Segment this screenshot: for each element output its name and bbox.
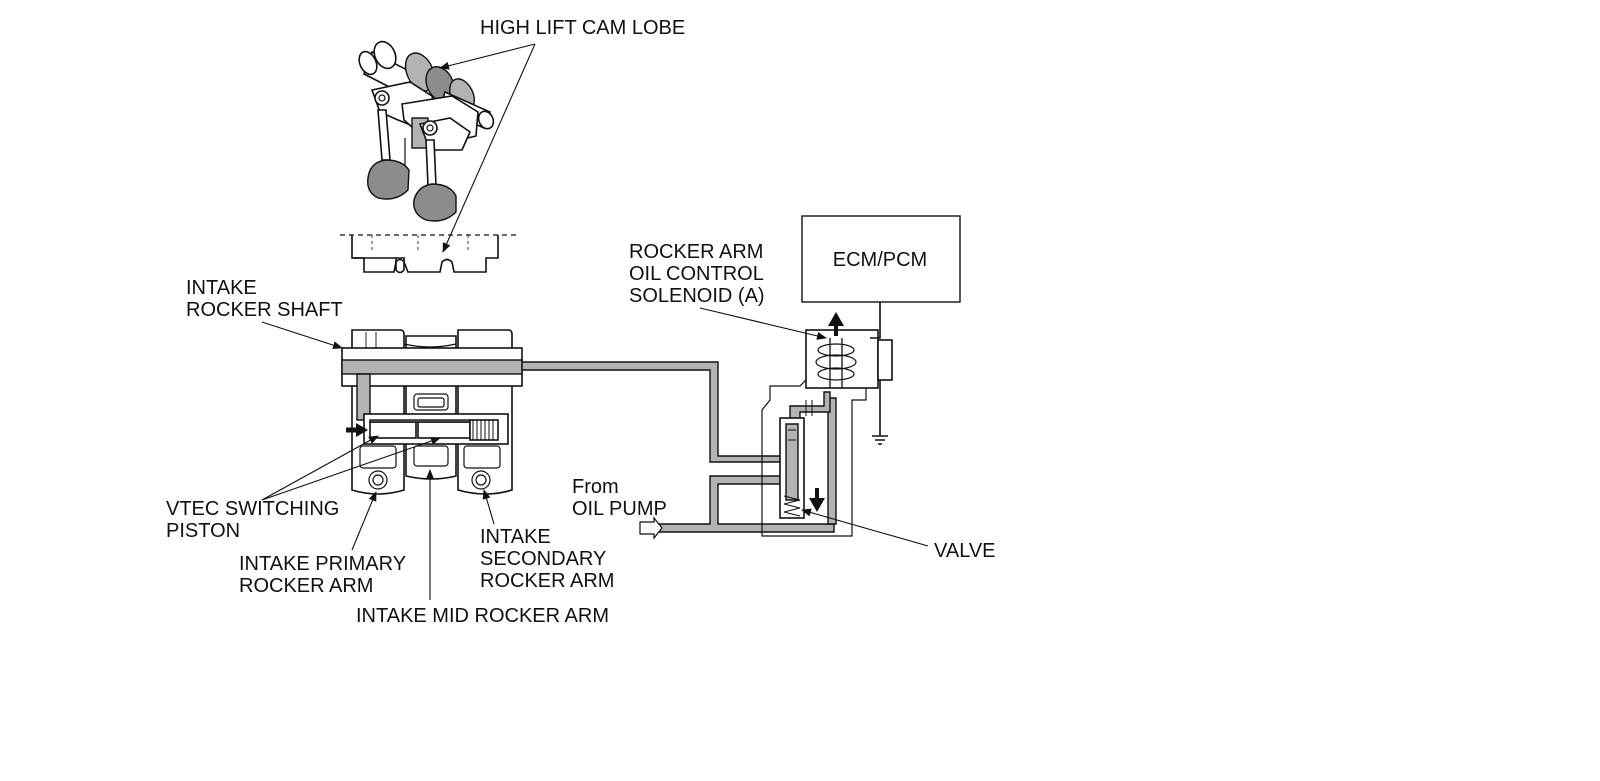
ecm-pcm-box: ECM/PCM xyxy=(801,215,961,303)
leader-lines xyxy=(261,43,929,600)
camshaft-valve-illustration xyxy=(358,40,495,222)
valve-spring xyxy=(783,495,801,517)
label-vtec-switching-piston-line1: VTEC SWITCHING xyxy=(166,498,339,520)
label-solenoid-line2: OIL CONTROL xyxy=(629,263,764,285)
label-from-oil-pump-line1: From xyxy=(572,476,619,498)
rocker-arm-assembly xyxy=(341,329,523,495)
label-intake-rocker-shaft-line2: ROCKER SHAFT xyxy=(186,299,343,321)
oil-pump-inlet-arrow xyxy=(639,516,663,540)
label-intake-primary-line1: INTAKE PRIMARY xyxy=(239,553,406,575)
cam-profile-strip xyxy=(340,234,520,274)
label-solenoid-line1: ROCKER ARM xyxy=(629,241,763,263)
label-intake-secondary-line3: ROCKER ARM xyxy=(480,570,614,592)
intake-valves xyxy=(367,109,457,222)
vtec-switching-piston-1 xyxy=(369,421,417,439)
rocker-arm-oil-control-solenoid xyxy=(761,312,893,537)
label-intake-secondary-line1: INTAKE xyxy=(480,526,551,548)
spool-valve xyxy=(785,423,799,501)
rocker-arms-3d xyxy=(370,81,479,178)
label-intake-secondary-line2: SECONDARY xyxy=(480,548,606,570)
solenoid-wiring xyxy=(870,302,888,445)
ground-symbol xyxy=(872,435,888,445)
label-solenoid-line3: SOLENOID (A) xyxy=(629,285,765,307)
oil-pump-line xyxy=(653,475,835,533)
label-high-lift-cam-lobe: HIGH LIFT CAM LOBE xyxy=(480,17,685,39)
solenoid-up-arrow xyxy=(828,312,844,326)
label-intake-primary-line2: ROCKER ARM xyxy=(239,575,373,597)
valve-down-arrow xyxy=(809,498,825,512)
callout-labels: HIGH LIFT CAM LOBE INTAKE ROCKER SHAFT R… xyxy=(166,17,996,627)
ecm-pcm-label: ECM/PCM xyxy=(833,249,927,271)
vtec-switching-piston-2 xyxy=(417,421,471,439)
oil-line-to-shaft xyxy=(521,361,783,463)
label-vtec-switching-piston-line2: PISTON xyxy=(166,520,240,542)
solenoid-coil xyxy=(815,338,857,388)
label-intake-rocker-shaft-line1: INTAKE xyxy=(186,277,257,299)
return-spring xyxy=(469,419,499,441)
label-valve: VALVE xyxy=(934,540,996,562)
label-intake-mid-rocker-arm: INTAKE MID ROCKER ARM xyxy=(356,605,609,627)
shaft-oil-passage xyxy=(341,359,523,375)
label-from-oil-pump-line2: OIL PUMP xyxy=(572,498,667,520)
